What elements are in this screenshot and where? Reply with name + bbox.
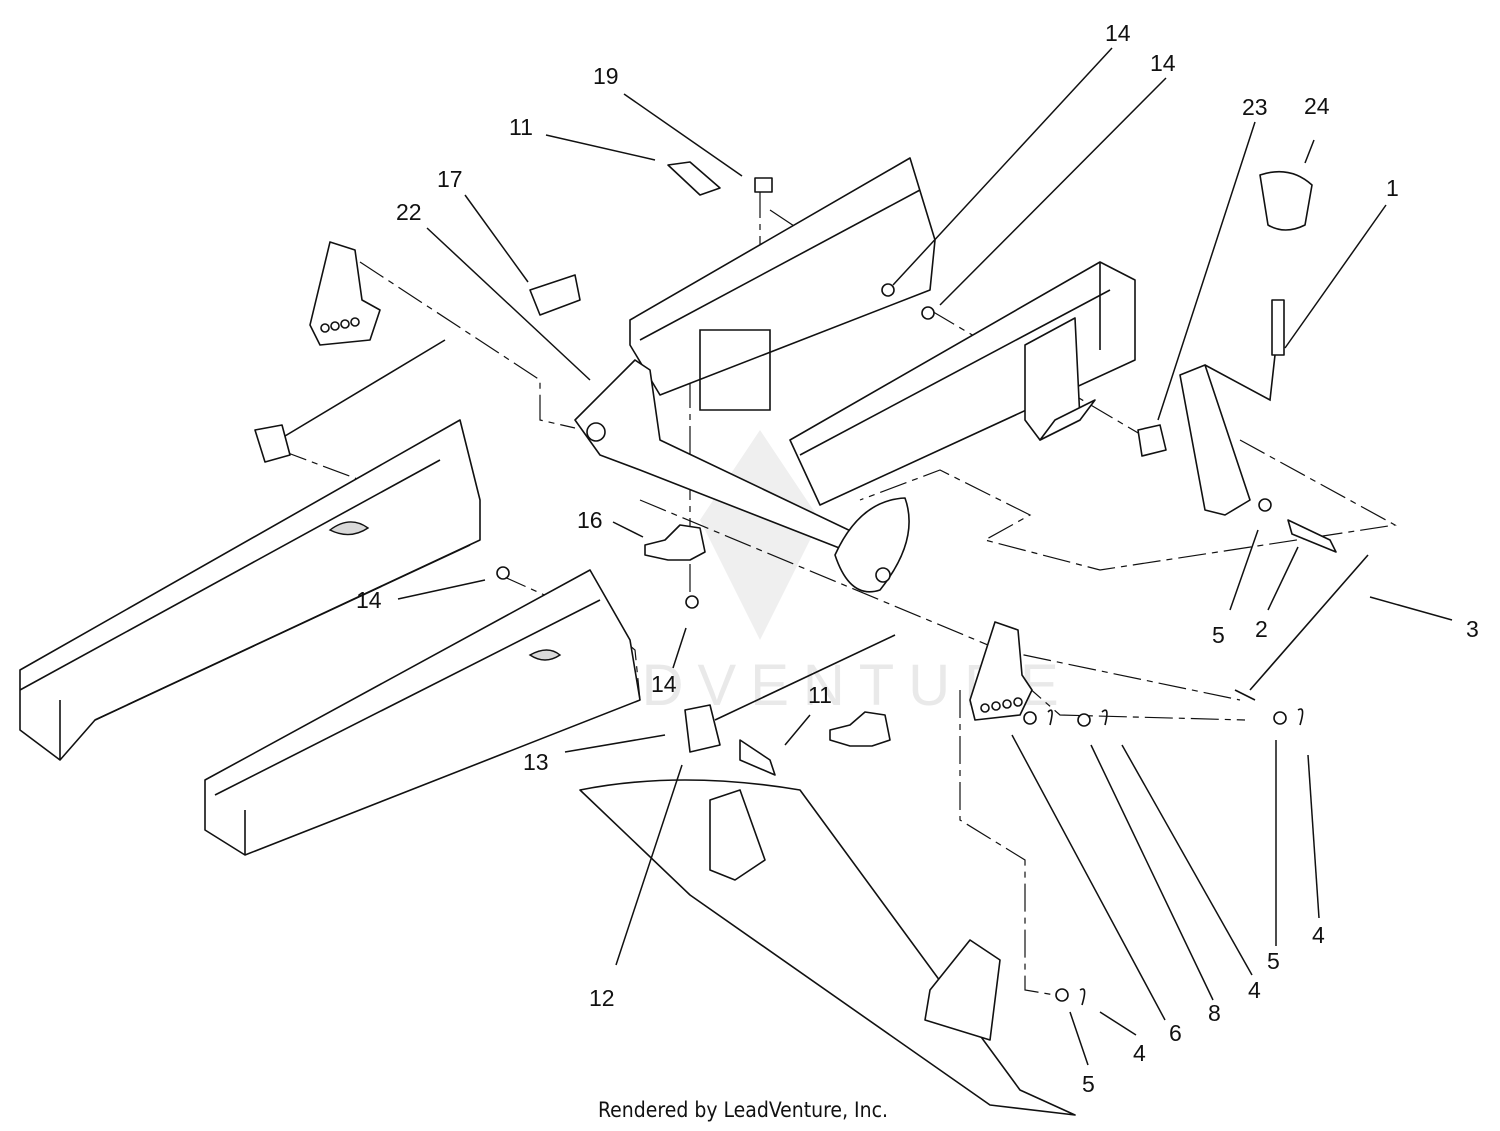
callout-24: 24 xyxy=(1304,93,1330,119)
left-frame-rail xyxy=(19,419,481,761)
callout-2: 2 xyxy=(1255,616,1268,642)
callout-5-b: 5 xyxy=(1267,948,1280,974)
leader-lines xyxy=(397,47,1453,1066)
callout-4-b: 4 xyxy=(1312,922,1325,948)
callout-23: 23 xyxy=(1242,94,1268,120)
footer-credit: Rendered by LeadVenture, Inc. xyxy=(598,1098,888,1122)
right-frame-member xyxy=(789,261,1136,506)
callout-1: 1 xyxy=(1386,175,1399,201)
strap xyxy=(644,524,706,561)
callouts: 19 11 17 22 14 14 23 24 1 16 14 14 5 2 3… xyxy=(356,20,1479,1097)
screw xyxy=(754,177,773,193)
link-rods xyxy=(254,339,1369,753)
lower-frame-channel xyxy=(204,569,641,856)
callout-4-c: 4 xyxy=(1133,1040,1146,1066)
callout-14-top-b: 14 xyxy=(1150,50,1176,76)
lift-shaft xyxy=(574,359,910,593)
lift-arm-lower-right xyxy=(969,621,1033,721)
callout-5-c: 5 xyxy=(1082,1071,1095,1097)
lift-arm-upper-left xyxy=(309,241,381,346)
callout-14-center: 14 xyxy=(651,671,677,697)
callout-17: 17 xyxy=(437,166,463,192)
callout-19: 19 xyxy=(593,63,619,89)
callout-22: 22 xyxy=(396,199,422,225)
mounting-bracket xyxy=(1024,317,1096,441)
callout-5-upper: 5 xyxy=(1212,622,1225,648)
deck-hanger xyxy=(579,779,1076,1116)
bolt xyxy=(667,161,721,196)
callout-8: 8 xyxy=(1208,1000,1221,1026)
strap-2 xyxy=(829,711,891,747)
bolt-2 xyxy=(1287,519,1337,553)
callout-12: 12 xyxy=(589,985,615,1011)
hardware xyxy=(496,161,1337,1006)
callout-11-upper: 11 xyxy=(509,114,533,140)
callout-13: 13 xyxy=(523,749,549,775)
callout-14-top-a: 14 xyxy=(1105,20,1131,46)
callout-14-left: 14 xyxy=(356,587,382,613)
lift-handle xyxy=(1179,170,1313,516)
callout-16: 16 xyxy=(577,507,603,533)
bolt-3 xyxy=(739,739,776,776)
callout-3: 3 xyxy=(1466,616,1479,642)
callout-11-lower: 11 xyxy=(808,682,832,708)
spring xyxy=(529,274,581,316)
callout-6: 6 xyxy=(1169,1020,1182,1046)
upper-crossmember xyxy=(629,157,936,411)
bushing xyxy=(1137,424,1167,457)
callout-4-a: 4 xyxy=(1248,977,1261,1003)
